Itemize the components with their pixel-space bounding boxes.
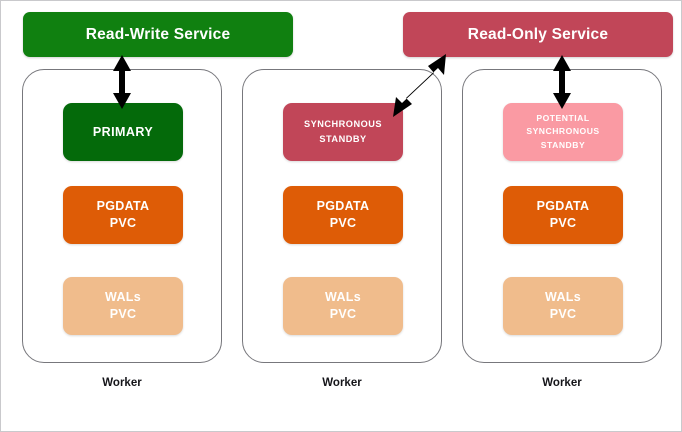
pgdata-pvc-line-1: PGDATA <box>536 199 590 214</box>
node-box-potential-synchronous-standby: POTENTIAL SYNCHRONOUS STANDBY <box>503 103 623 161</box>
node-box-primary: PRIMARY <box>63 103 183 161</box>
wals-pvc-line-2: PVC <box>109 307 137 321</box>
node-box-synchronous-standby: SYNCHRONOUS STANDBY <box>283 103 403 161</box>
connector-read-only-to-potential-standby-icon <box>553 55 571 109</box>
read-write-service-label: Read-Write Service <box>85 25 231 43</box>
pgdata-pvc-box-worker-2: PGDATA PVC <box>283 186 403 244</box>
connector-read-only-to-synchronous-standby-icon <box>393 54 446 117</box>
node-label-potential-line-1: POTENTIAL <box>536 113 590 124</box>
wals-pvc-box-worker-2: WALs PVC <box>283 277 403 335</box>
wals-pvc-line-1: WALs <box>105 290 141 305</box>
wals-pvc-line-2: PVC <box>549 307 577 321</box>
wals-pvc-box-worker-1: WALs PVC <box>63 277 183 335</box>
read-only-service-bar: Read-Only Service <box>403 12 673 57</box>
pgdata-pvc-box-worker-1: PGDATA PVC <box>63 186 183 244</box>
pgdata-pvc-line-2: PVC <box>109 216 137 230</box>
wals-pvc-line-1: WALs <box>545 290 581 305</box>
worker-label-1: Worker <box>102 377 142 389</box>
wals-pvc-line-2: PVC <box>329 307 357 321</box>
read-only-service-label: Read-Only Service <box>467 25 609 43</box>
pgdata-pvc-box-worker-3: PGDATA PVC <box>503 186 623 244</box>
node-label-sync-line-2: STANDBY <box>319 134 367 144</box>
pgdata-pvc-line-2: PVC <box>329 216 357 230</box>
pgdata-pvc-line-1: PGDATA <box>96 199 150 214</box>
connector-read-write-to-primary-icon <box>113 55 131 109</box>
node-label-primary: PRIMARY <box>92 124 154 139</box>
worker-label-3: Worker <box>542 377 582 389</box>
node-label-potential-line-2: SYNCHRONOUS <box>526 126 600 137</box>
read-write-service-bar: Read-Write Service <box>23 12 293 57</box>
pgdata-pvc-line-1: PGDATA <box>316 199 370 214</box>
wals-pvc-line-1: WALs <box>325 290 361 305</box>
node-label-potential-line-3: STANDBY <box>540 139 586 150</box>
worker-label-2: Worker <box>322 377 362 389</box>
node-label-sync-line-1: SYNCHRONOUS <box>304 119 382 130</box>
wals-pvc-box-worker-3: WALs PVC <box>503 277 623 335</box>
pgdata-pvc-line-2: PVC <box>549 216 577 230</box>
